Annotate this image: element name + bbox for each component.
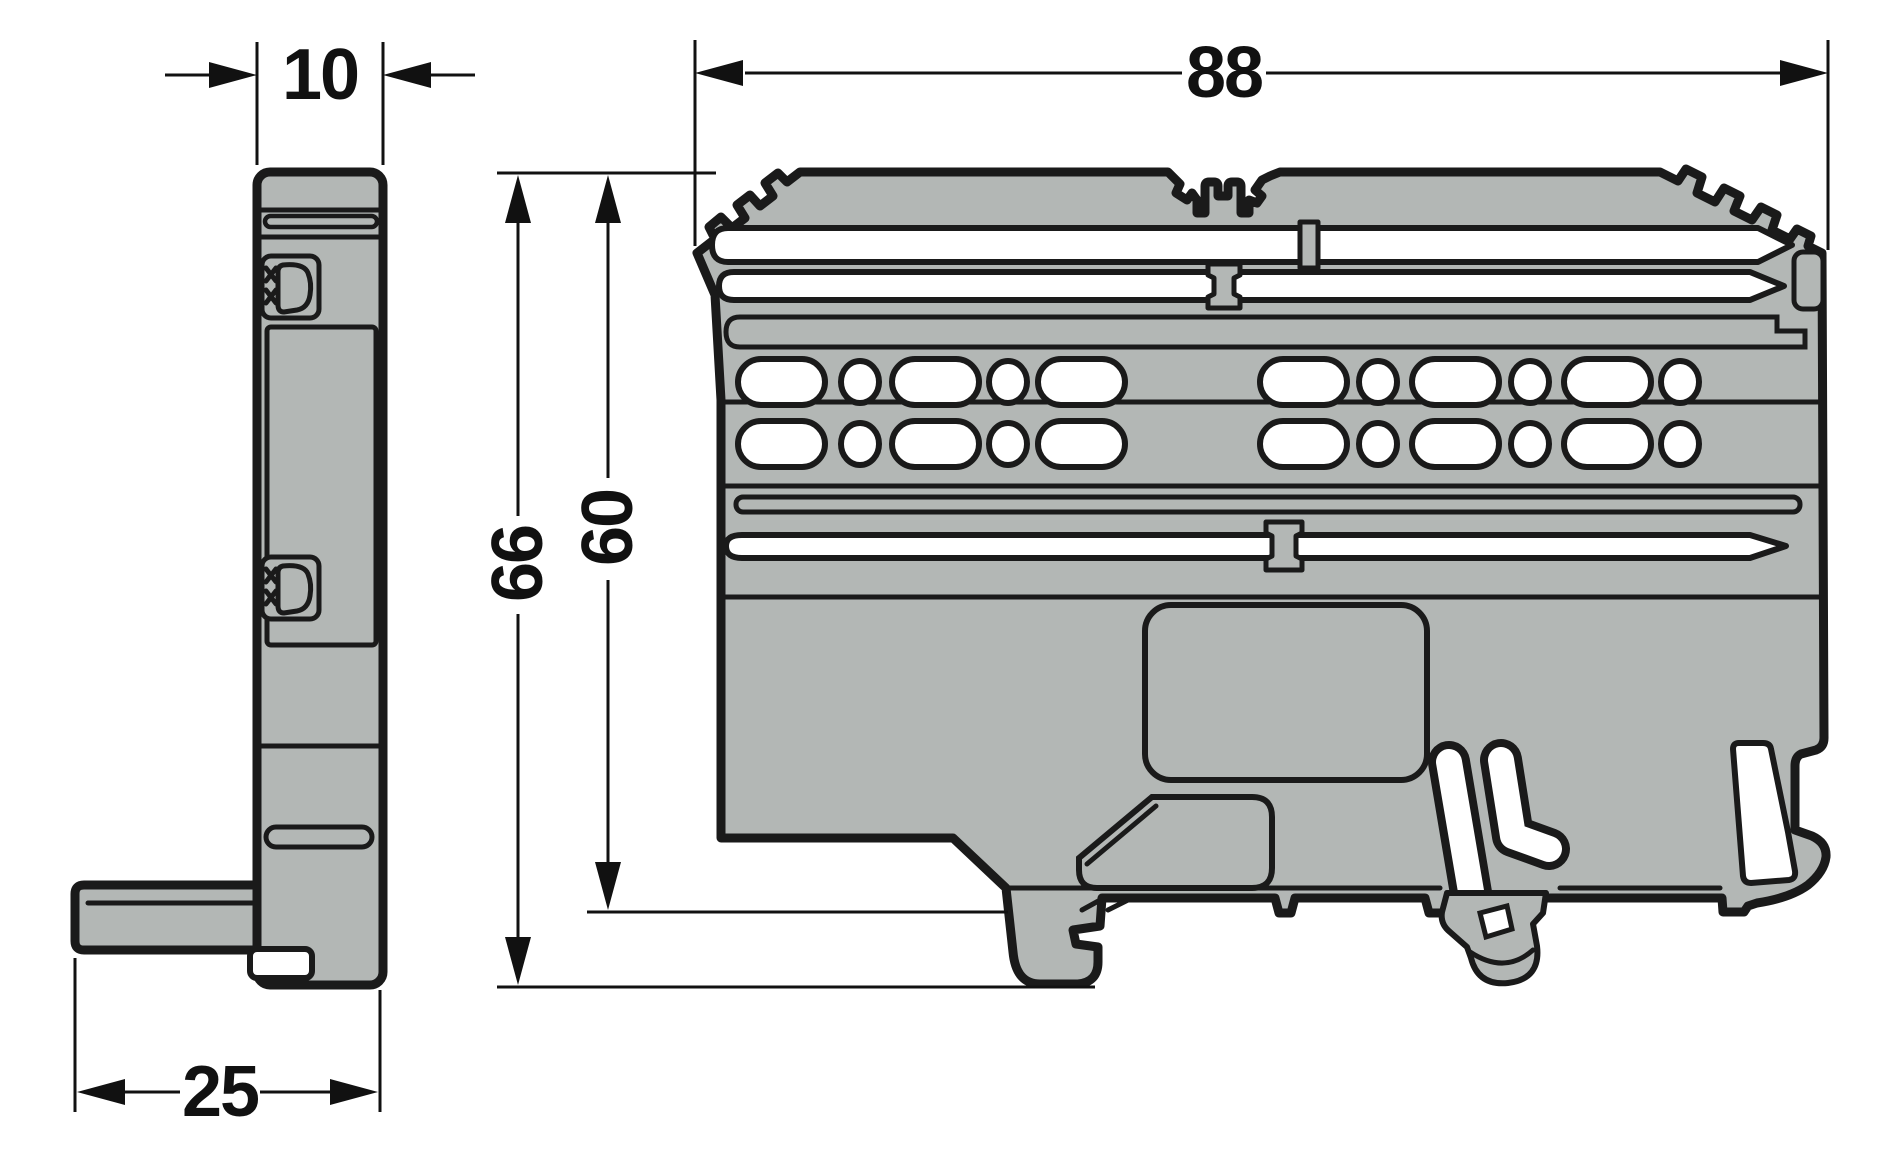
arrowhead-left-icon — [77, 1079, 125, 1105]
front-holes-row-2 — [735, 418, 1702, 470]
front-slot2-clamp-tab — [1205, 261, 1243, 311]
dimension-rail-height: 60 — [568, 175, 1008, 914]
front-chamfered-plate — [1076, 794, 1275, 891]
front-slot-2 — [716, 269, 1787, 303]
front-holes-row-1 — [735, 356, 1702, 408]
dimension-label: 66 — [478, 526, 558, 602]
side-thin-slot-1 — [262, 213, 380, 230]
front-latch-tip — [1438, 890, 1549, 987]
side-view — [70, 167, 388, 990]
front-latch — [1428, 739, 1570, 987]
front-slot3-clamp-tab — [1263, 519, 1305, 573]
arrowhead-up-icon — [595, 175, 621, 223]
front-slot-1 — [709, 225, 1795, 265]
side-thin-slot-2 — [263, 824, 375, 850]
dimension-front-width: 88 — [693, 33, 1830, 250]
front-shelf-band — [723, 314, 1808, 350]
side-rail-notch — [247, 946, 315, 981]
arrowhead-left-icon — [695, 60, 743, 86]
side-flange-arm — [70, 880, 265, 955]
side-inner-panel — [264, 324, 379, 648]
side-clip-2 — [259, 554, 322, 622]
front-marking-field — [1142, 602, 1430, 783]
front-rail-grip-serrations — [1079, 896, 1133, 913]
arrowhead-right-icon — [209, 62, 257, 88]
dimension-total-height: 66 — [478, 175, 1095, 989]
arrowhead-down-icon — [505, 937, 531, 985]
front-slot1-clamp-tab — [1297, 219, 1321, 271]
dimension-label: 60 — [568, 490, 648, 566]
arrowhead-left-icon — [383, 62, 431, 88]
dimension-side-width: 10 — [165, 35, 475, 165]
dimension-label: 25 — [182, 1052, 259, 1132]
arrowhead-down-icon — [595, 862, 621, 910]
front-latch-notch — [1476, 902, 1515, 941]
arrowhead-right-icon — [1780, 60, 1828, 86]
dimension-side-depth: 25 — [73, 958, 382, 1132]
dimension-label: 10 — [282, 35, 358, 115]
arrowhead-right-icon — [330, 1079, 378, 1105]
front-right-notch — [1729, 740, 1799, 887]
arrowhead-up-icon — [505, 175, 531, 223]
front-slot-end-cap — [1791, 249, 1826, 312]
front-slot-3 — [723, 532, 1789, 561]
front-thin-band — [733, 494, 1803, 515]
dimension-label: 88 — [1186, 33, 1262, 113]
front-view — [692, 164, 1831, 989]
side-clip-1 — [259, 253, 322, 321]
